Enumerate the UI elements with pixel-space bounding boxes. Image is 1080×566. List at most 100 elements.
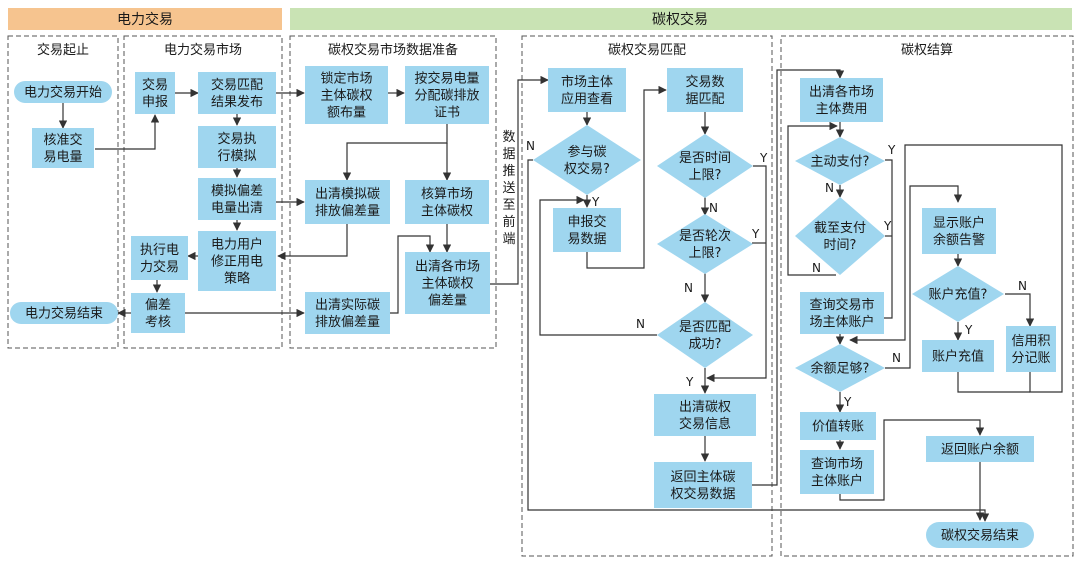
edge-clearreal-cleareach [390,235,435,314]
side-label-char-2: 据 [502,147,515,162]
node-auto-pay: 主动支付? [795,137,885,185]
node-exec-label-2: 力交易 [140,259,179,275]
edge-recharge-back [957,372,1030,393]
node-view-label-2: 应用查看 [561,91,613,107]
node-clear-each-label-2: 主体碳权 [421,276,473,292]
side-label-char-6: 前 [502,214,515,230]
edge-label-n-15: N [1018,279,1027,293]
edge-label-y-16: Y [964,323,973,337]
side-label-char-3: 推 [502,164,515,179]
node-auto-pay-label-1: 主动支付? [811,155,870,170]
node-declare-label-2: 申报 [142,95,168,110]
edge-label-y-8: Y [685,375,694,389]
edge-label-y-5: Y [751,227,760,241]
edge-label-n-2: N [526,139,535,153]
node-return-data-label-2: 权交易数据 [670,486,735,502]
edge-cleareach-view [490,75,549,285]
edge-label-n-7: N [636,317,645,331]
node-sim-dev-label-1: 模拟偏差 [211,184,263,199]
node-submit-label-1: 申报交 [567,214,606,230]
node-end-carbon-label-1: 碳权交易结束 [941,528,1019,544]
node-allocate-label-2: 分配碳排放 [414,89,479,104]
node-declare-label-1: 交易 [142,77,168,93]
section-carbon-settle-title: 碳权结算 [901,42,953,58]
node-end-power: 电力交易结束 [10,302,118,324]
node-credit-label-2: 分记账 [1011,351,1050,366]
node-user-fix-label-3: 策略 [224,271,250,287]
node-deadline-label-2: 时间? [824,238,857,253]
node-clear-each-label-3: 偏差量 [428,294,467,309]
node-match-label-1: 交易数 [685,74,724,90]
node-recharge-label-1: 账户充值 [932,349,984,365]
section-carbon-match [521,35,773,557]
node-fees-label-2: 主体费用 [815,102,867,117]
edge-label-y-9: Y [887,143,896,157]
edge-verify-declare [95,114,160,150]
node-end-carbon: 碳权交易结束 [926,522,1034,548]
section-power-market [123,35,283,349]
node-lock-label-1: 锁定市场 [320,71,372,87]
node-query-main-label-2: 主体账户 [811,473,863,489]
edge-enough-N [885,185,963,369]
node-calc-label-1: 核算市场 [421,186,473,202]
node-return-data-label-1: 返回主体碳 [670,470,735,485]
node-clear-each-label-1: 出清各市场 [415,259,480,275]
node-user-fix-label-2: 修正用电 [211,255,263,270]
section-carbon-match-title: 碳权交易匹配 [608,42,686,58]
node-enough-label-1: 余额足够? [811,361,870,377]
edge-submit-match [586,85,667,269]
node-alert-label-2: 余额告警 [933,232,985,248]
header-carbon-trading-label: 碳权交易 [652,11,708,28]
node-recharge-q: 账户充值? [912,266,1004,322]
node-publish-label-1: 交易匹配 [211,77,263,93]
edge-clearsim-userfix [277,224,348,261]
node-clear-info-label-1: 出清碳权 [679,399,731,415]
header-power-trading-label: 电力交易 [117,11,173,28]
node-return-bal: 返回账户余额 [926,436,1034,462]
edge-credit-back [849,144,1063,393]
section-power-market-title: 电力交易市场 [164,42,242,58]
node-transfer-label-1: 价值转账 [812,419,864,435]
node-allocate-label-1: 按交易电量 [414,71,479,87]
node-enough: 余额足够? [795,344,885,392]
node-simulate-label-1: 交易执 [217,131,256,147]
node-credit-label-1: 信用积 [1011,334,1050,349]
node-end-power-label-1: 电力交易结束 [25,306,103,322]
node-deviation-label-2: 考核 [145,315,171,330]
node-start: 电力交易开始 [14,81,112,103]
side-label-char-4: 送 [502,181,515,196]
node-clear-sim-label-1: 出清模拟碳 [315,187,380,202]
section-start-end-title: 交易起止 [37,42,89,58]
node-simulate-label-2: 行模拟 [217,149,256,164]
edge-label-n-6: N [684,281,693,295]
node-publish-label-2: 结果发布 [211,94,263,110]
node-clear-real-label-1: 出清实际碳 [315,298,380,313]
node-verify-label-1: 核准交 [43,132,82,148]
node-time-limit-label-1: 是否时间 [679,151,731,166]
edge-label-y-3: Y [759,151,768,165]
edge-label-y-1: Y [591,195,600,209]
node-match-ok-label-1: 是否匹配 [679,320,731,335]
edge-deadline-N [787,121,838,276]
node-alert-label-1: 显示账户 [933,215,985,231]
edge-label-n-10: N [825,181,834,195]
